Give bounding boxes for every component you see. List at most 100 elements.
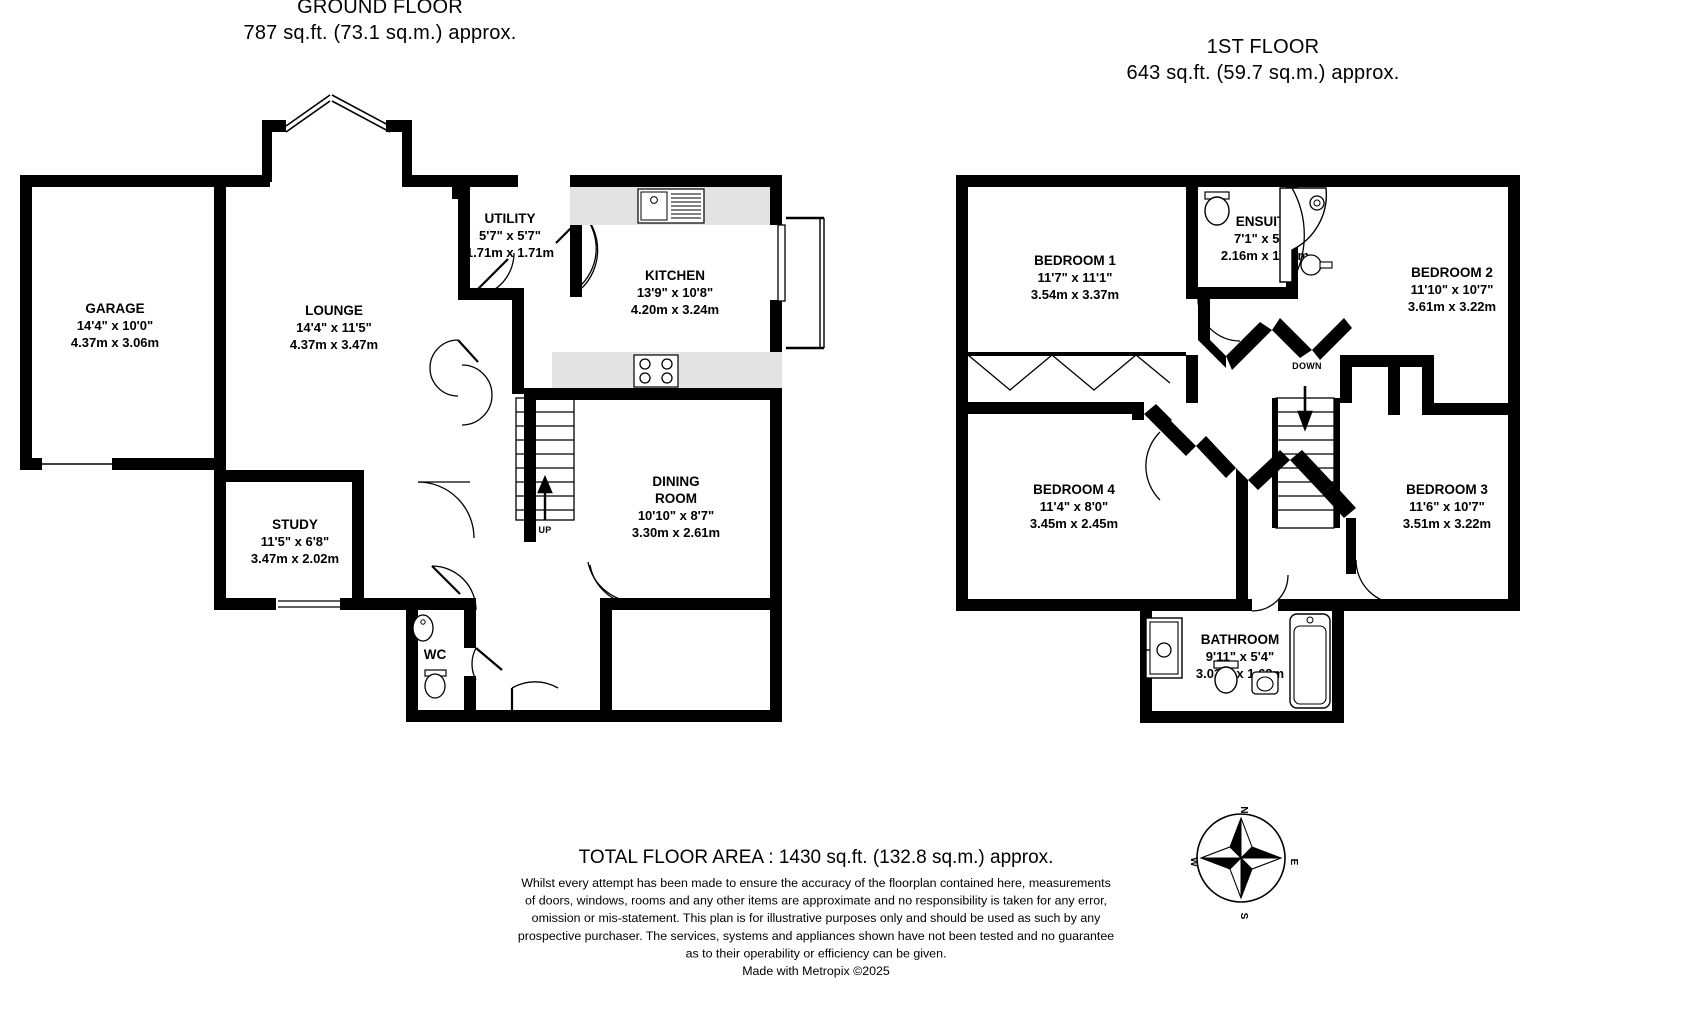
wall [1422, 355, 1434, 415]
window [285, 100, 331, 133]
shower-cubicle-icon [1142, 617, 1183, 679]
drainer-icon [671, 193, 701, 219]
hob-ring-icon [639, 372, 651, 384]
door-swing [471, 647, 477, 681]
room-name: ROOM [655, 491, 697, 506]
staircase [515, 397, 575, 521]
wall [1186, 175, 1520, 187]
room-name: BEDROOM 2 [1411, 265, 1493, 280]
room-name: KITCHEN [645, 268, 705, 283]
door-swing [511, 681, 559, 689]
wall [956, 175, 968, 611]
wall [458, 187, 470, 295]
wall [112, 458, 226, 470]
room-dimensions-imperial: 11'5" x 6'8" [261, 534, 329, 549]
wall [956, 175, 1198, 187]
toilet-icon [424, 669, 447, 699]
door-swing [431, 565, 477, 611]
wall [1144, 309, 1356, 600]
room-dimensions-imperial: 10'10" x 8'7" [638, 508, 714, 523]
room-dimensions-imperial: 14'4" x 10'0" [77, 318, 153, 333]
hob-ring-icon [639, 358, 651, 370]
compass-east-label: E [1288, 859, 1299, 866]
wall [770, 388, 782, 606]
shower-icon [1279, 187, 1328, 283]
room-dimensions-imperial: 5'7" x 5'7" [479, 228, 541, 243]
wall [770, 175, 782, 225]
door-leaf [431, 565, 461, 595]
wall [226, 598, 276, 610]
wall [352, 470, 364, 598]
room-dimensions-metric: 3.61m x 3.22m [1408, 299, 1496, 314]
basin-icon [412, 614, 434, 642]
wall [406, 710, 782, 722]
room-dimensions-metric: 3.54m x 3.37m [1031, 287, 1119, 302]
wall [464, 676, 476, 722]
floor-title-first: 1ST FLOOR [1207, 36, 1320, 58]
sink-plug-icon [650, 196, 658, 204]
compass-south-label: S [1238, 913, 1249, 920]
wall [1388, 355, 1400, 415]
wall [1132, 402, 1144, 420]
up-arrow-icon [537, 474, 553, 520]
room-dimensions-metric: 3.30m x 2.61m [632, 525, 720, 540]
room-name: DINING [652, 474, 699, 489]
wall [1334, 398, 1340, 528]
ground-floor-plan [20, 94, 825, 722]
wardrobe-icon [967, 354, 1171, 391]
compass-west-label: W [1188, 857, 1199, 867]
floor-title-ground: GROUND FLOOR [297, 0, 463, 18]
wall [512, 380, 524, 394]
wall [1508, 175, 1520, 611]
window [331, 100, 391, 133]
room-name: BEDROOM 1 [1034, 253, 1116, 268]
door-swing [589, 564, 631, 605]
window [278, 600, 340, 608]
floor-area-first: 643 sq.ft. (59.7 sq.m.) approx. [1127, 62, 1400, 84]
wall [1346, 518, 1356, 574]
wall [1334, 599, 1520, 611]
room-dimensions-imperial: 9'11" x 5'4" [1206, 649, 1274, 664]
floor-area-ground: 787 sq.ft. (73.1 sq.m.) approx. [244, 22, 517, 44]
down-arrow-icon [1297, 386, 1313, 432]
door-swing [1145, 431, 1161, 501]
stair-direction-label: DOWN [1292, 361, 1322, 371]
made-with-credit: Made with Metropix ©2025 [742, 964, 890, 978]
door-swing [429, 339, 459, 397]
room-name: LOUNGE [305, 303, 363, 318]
wall [402, 120, 412, 184]
french-doors [777, 216, 825, 350]
room-dimensions-metric: 4.37m x 3.47m [290, 337, 378, 352]
room-name: WC [424, 647, 447, 662]
wall [406, 598, 472, 610]
wall [956, 599, 1146, 611]
door-leaf [469, 258, 509, 298]
disclaimer-line: prospective purchaser. The services, sys… [518, 929, 1114, 943]
room-name: STUDY [272, 517, 318, 532]
wardrobe-rail [968, 352, 1186, 356]
wall [262, 120, 272, 182]
wall [570, 175, 782, 187]
wall [20, 175, 226, 187]
door-swing [469, 252, 515, 298]
room-name: UTILITY [485, 211, 536, 226]
room-dimensions-imperial: 13'9" x 10'8" [637, 285, 713, 300]
wall [1140, 711, 1344, 723]
wall [226, 175, 270, 187]
wall [406, 598, 418, 610]
room-dimensions-metric: 3.51m x 3.22m [1403, 516, 1491, 531]
room-name: BEDROOM 4 [1033, 482, 1115, 497]
door-leaf [475, 647, 503, 671]
wall [524, 392, 536, 542]
first-floor-plan [956, 175, 1520, 723]
wall [1332, 599, 1344, 723]
wall [716, 598, 782, 610]
door-swing [417, 481, 475, 539]
room-dimensions-imperial: 11'10" x 10'7" [1411, 282, 1494, 297]
door-swing [587, 561, 639, 603]
window [646, 600, 716, 608]
room-dimensions-metric: 4.20m x 3.24m [631, 302, 719, 317]
room-name: BATHROOM [1201, 632, 1280, 647]
wall [1340, 355, 1352, 403]
